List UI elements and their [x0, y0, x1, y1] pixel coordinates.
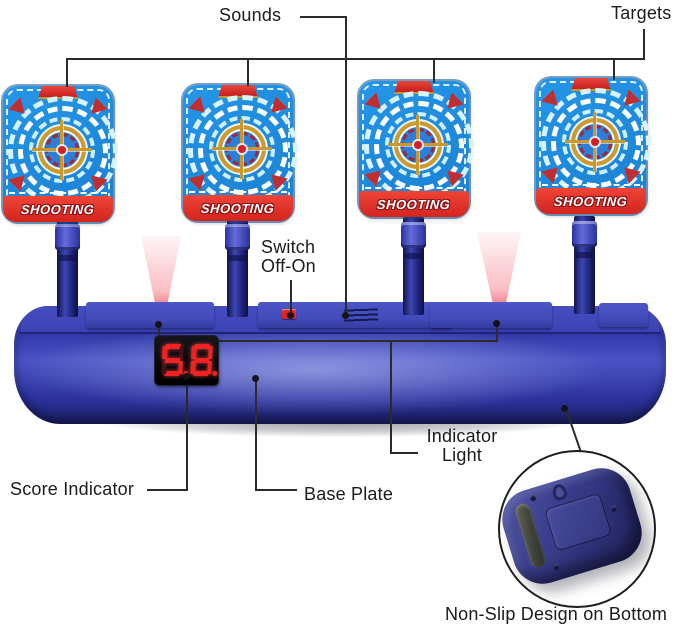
target-card-4: SHOOTING [536, 78, 651, 214]
base-plate-point [252, 375, 259, 382]
connector-line [255, 489, 297, 491]
target-bullseye [212, 119, 272, 179]
switch-point [287, 312, 294, 319]
switch-label-line1: Switch [261, 237, 316, 257]
shooting-banner-label: SHOOTING [376, 196, 452, 212]
target-card-3: SHOOTING [359, 81, 474, 217]
shooting-banner: SHOOTING [3, 196, 113, 222]
shooting-banner-label: SHOOTING [20, 201, 96, 217]
connector-line [613, 58, 615, 80]
connector-line [390, 452, 418, 454]
target-ring [29, 117, 95, 183]
target-bullseye [565, 112, 625, 172]
switch-label: Switch Off-On [261, 238, 316, 276]
connector-line [300, 16, 346, 18]
shooting-banner: SHOOTING [359, 191, 469, 217]
connector-line [247, 58, 249, 86]
indicator-light-label-line1: Indicator [426, 426, 498, 446]
target-pole [401, 217, 426, 315]
base-platform [430, 302, 552, 328]
base-platform [599, 303, 648, 327]
target-pole [55, 219, 80, 317]
non-slip-label: Non-Slip Design on Bottom [444, 604, 668, 624]
banner-separator [189, 191, 287, 193]
target-pole [225, 219, 250, 317]
indicator-light-label-line2: Light [441, 445, 483, 465]
indicator-point-left [155, 321, 162, 328]
connector-line [67, 58, 645, 60]
switch-label-line2: Off-On [261, 256, 316, 276]
indicator-point-right [493, 320, 500, 327]
target-ring [562, 109, 628, 175]
connector-line [643, 29, 645, 60]
shooting-banner-label: SHOOTING [553, 193, 629, 209]
target-ring [209, 116, 275, 182]
battery-door [543, 492, 613, 552]
connector-line [290, 280, 292, 316]
sounds-label: Sounds [219, 5, 282, 25]
connector-line [496, 324, 498, 342]
connector-line [147, 489, 188, 491]
target-card-1: SHOOTING [3, 86, 118, 222]
banner-separator [365, 187, 463, 189]
bottom-view-inset [498, 450, 656, 608]
hanging-hook [550, 482, 569, 502]
indicator-light-label: Indicator Light [419, 427, 505, 465]
connector-line [186, 377, 188, 491]
score-indicator-label: Score Indicator [10, 479, 135, 499]
target-card-2: SHOOTING [183, 85, 298, 221]
target-bullseye [32, 120, 92, 180]
banner-separator [9, 192, 107, 194]
screw [552, 563, 561, 572]
screw [610, 505, 618, 513]
inset-point [561, 405, 568, 412]
target-pole [572, 216, 597, 314]
bullseye-center [58, 146, 66, 154]
banner-separator [542, 184, 640, 186]
score-point [183, 373, 190, 380]
base-plate-label: Base Plate [304, 484, 394, 504]
sounds-point [342, 312, 349, 319]
connector-line [158, 325, 160, 342]
target-ring [385, 112, 451, 178]
shooting-banner: SHOOTING [536, 188, 646, 214]
base-bottom-view [500, 460, 650, 592]
target-bullseye [388, 115, 448, 175]
connector-line [66, 58, 68, 87]
shooting-banner-label: SHOOTING [200, 200, 276, 216]
connector-line [345, 16, 347, 316]
connector-line [255, 379, 257, 491]
bullseye-center [591, 138, 599, 146]
connector-line [390, 340, 392, 454]
screw [529, 494, 537, 502]
base-platform [86, 302, 214, 328]
connector-line [158, 340, 498, 342]
bullseye-center [238, 145, 246, 153]
shooting-banner: SHOOTING [183, 195, 293, 221]
bullseye-center [414, 141, 422, 149]
connector-line [433, 58, 435, 83]
targets-label: Targets [611, 3, 672, 23]
non-slip-strip [513, 501, 548, 570]
